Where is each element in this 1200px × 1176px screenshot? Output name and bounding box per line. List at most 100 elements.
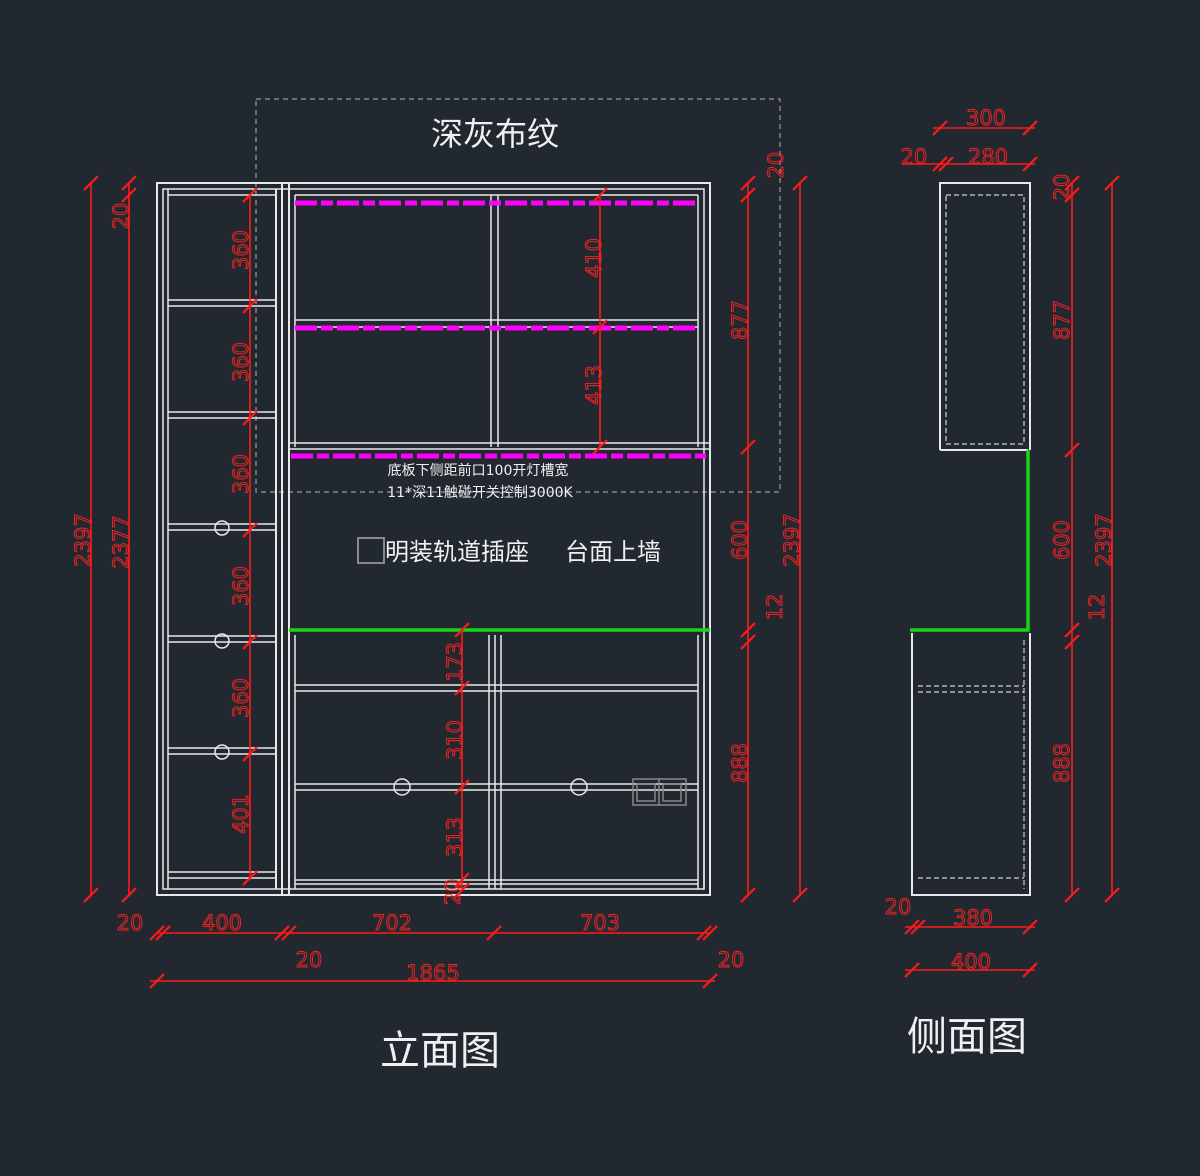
dim-text: 401 xyxy=(229,794,253,834)
dimension-tick xyxy=(1064,442,1080,458)
dim-text: 360 xyxy=(229,342,253,382)
dimension-tick xyxy=(696,925,712,941)
dim-text: 173 xyxy=(443,642,467,682)
dimension-tick xyxy=(454,680,470,696)
dimension-tick xyxy=(242,634,258,650)
dimension-tick xyxy=(454,622,470,638)
dimension-tick xyxy=(83,175,99,191)
dimension-tick xyxy=(454,779,470,795)
dim-text: 888 xyxy=(1050,743,1074,783)
dimension-tick xyxy=(932,120,948,136)
dimension-tick xyxy=(932,156,948,172)
dim-text: 20 xyxy=(718,948,745,972)
socket-symbol-icon xyxy=(357,537,385,564)
dimension-tick xyxy=(1064,622,1080,638)
dim-text: 360 xyxy=(229,230,253,270)
dim-text: 600 xyxy=(1050,520,1074,560)
elevation-dimension-labels: 360 360 360 360 360 401 410 413 173 310 … xyxy=(71,151,805,985)
dimension-tick xyxy=(1064,887,1080,903)
counter-wall-note: 台面上墙 xyxy=(565,538,661,566)
dimension-tick xyxy=(281,925,297,941)
dimension-tick xyxy=(740,439,756,455)
dimension-tick xyxy=(1064,175,1080,191)
elevation-title: 立面图 xyxy=(380,1028,500,1074)
dim-text: 2377 xyxy=(109,515,133,568)
dimension-tick xyxy=(1022,156,1038,172)
dim-text: 360 xyxy=(229,454,253,494)
dim-text: 877 xyxy=(1050,300,1074,340)
dimension-tick xyxy=(740,634,756,650)
dimension-tick xyxy=(149,973,165,989)
dimension-tick xyxy=(242,187,258,203)
dimension-tick xyxy=(121,887,137,903)
dimension-tick xyxy=(1104,175,1120,191)
dim-text: 20 xyxy=(764,152,788,179)
side-view-cabinet xyxy=(910,182,1031,896)
dim-text: 280 xyxy=(968,145,1008,169)
dim-text: 313 xyxy=(443,817,467,857)
dimension-tick xyxy=(792,887,808,903)
dimension-tick xyxy=(1064,634,1080,650)
dimension-tick xyxy=(155,925,171,941)
dimension-tick xyxy=(274,925,290,941)
dim-text: 20 xyxy=(901,145,928,169)
dim-text: 20 xyxy=(109,203,133,230)
dim-text: 1865 xyxy=(406,961,459,985)
dim-text: 2397 xyxy=(1092,513,1116,566)
dimension-tick xyxy=(792,175,808,191)
socket-note: 明装轨道插座 xyxy=(385,538,529,566)
dimension-tick xyxy=(454,872,470,888)
dimension-tick xyxy=(1022,919,1038,935)
dimension-tick xyxy=(242,746,258,762)
dimension-ticks xyxy=(83,120,1120,989)
light-note-line1: 底板下侧距前口100开灯槽宽 xyxy=(388,462,569,479)
material-note: 深灰布纹 xyxy=(431,115,559,153)
dimension-tick xyxy=(83,887,99,903)
dim-text: 300 xyxy=(966,106,1006,130)
dimension-tick xyxy=(486,925,502,941)
dimension-tick xyxy=(121,175,137,191)
light-note-line2: 11*深11触碰开关控制3000K xyxy=(387,485,573,501)
dim-text: 2397 xyxy=(71,513,95,566)
dim-text: 877 xyxy=(728,300,752,340)
dim-text: 703 xyxy=(580,911,620,935)
dimension-tick xyxy=(740,622,756,638)
dim-text: 360 xyxy=(229,566,253,606)
dimension-tick xyxy=(242,410,258,426)
elevation-cabinet xyxy=(156,182,711,896)
dimension-tick xyxy=(1104,887,1120,903)
dim-text: 310 xyxy=(443,720,467,760)
dim-text: 413 xyxy=(582,365,606,405)
dimension-tick xyxy=(904,919,920,935)
dim-text: 410 xyxy=(582,238,606,278)
fabric-area-outline xyxy=(255,98,781,493)
dim-text: 600 xyxy=(728,520,752,560)
dimension-tick xyxy=(938,156,954,172)
side-dimension-labels: 300 20 280 20 877 600 12 888 2397 20 380… xyxy=(884,106,1116,975)
dimension-tick xyxy=(454,882,470,898)
dim-text: 12 xyxy=(763,594,787,621)
side-view-title: 侧面图 xyxy=(907,1014,1027,1060)
power-socket-icon xyxy=(632,778,687,806)
dimension-lines xyxy=(90,127,1113,982)
dim-text: 20 xyxy=(441,879,465,906)
dim-text: 20 xyxy=(1050,174,1074,201)
dimension-tick xyxy=(904,962,920,978)
dimension-tick xyxy=(121,187,137,203)
dim-text: 360 xyxy=(229,678,253,718)
dimension-tick xyxy=(592,187,608,203)
dim-text: 380 xyxy=(953,906,993,930)
dim-text: 888 xyxy=(728,743,752,783)
dimension-tick xyxy=(242,522,258,538)
dim-text: 400 xyxy=(202,911,242,935)
dimension-tick xyxy=(702,925,718,941)
dimension-tick xyxy=(740,887,756,903)
dim-text: 12 xyxy=(1085,594,1109,621)
dimension-tick xyxy=(910,919,926,935)
dimension-tick xyxy=(149,925,165,941)
dimension-tick xyxy=(740,187,756,203)
dim-text: 400 xyxy=(951,950,991,974)
dimension-tick xyxy=(702,973,718,989)
dimension-tick xyxy=(242,298,258,314)
